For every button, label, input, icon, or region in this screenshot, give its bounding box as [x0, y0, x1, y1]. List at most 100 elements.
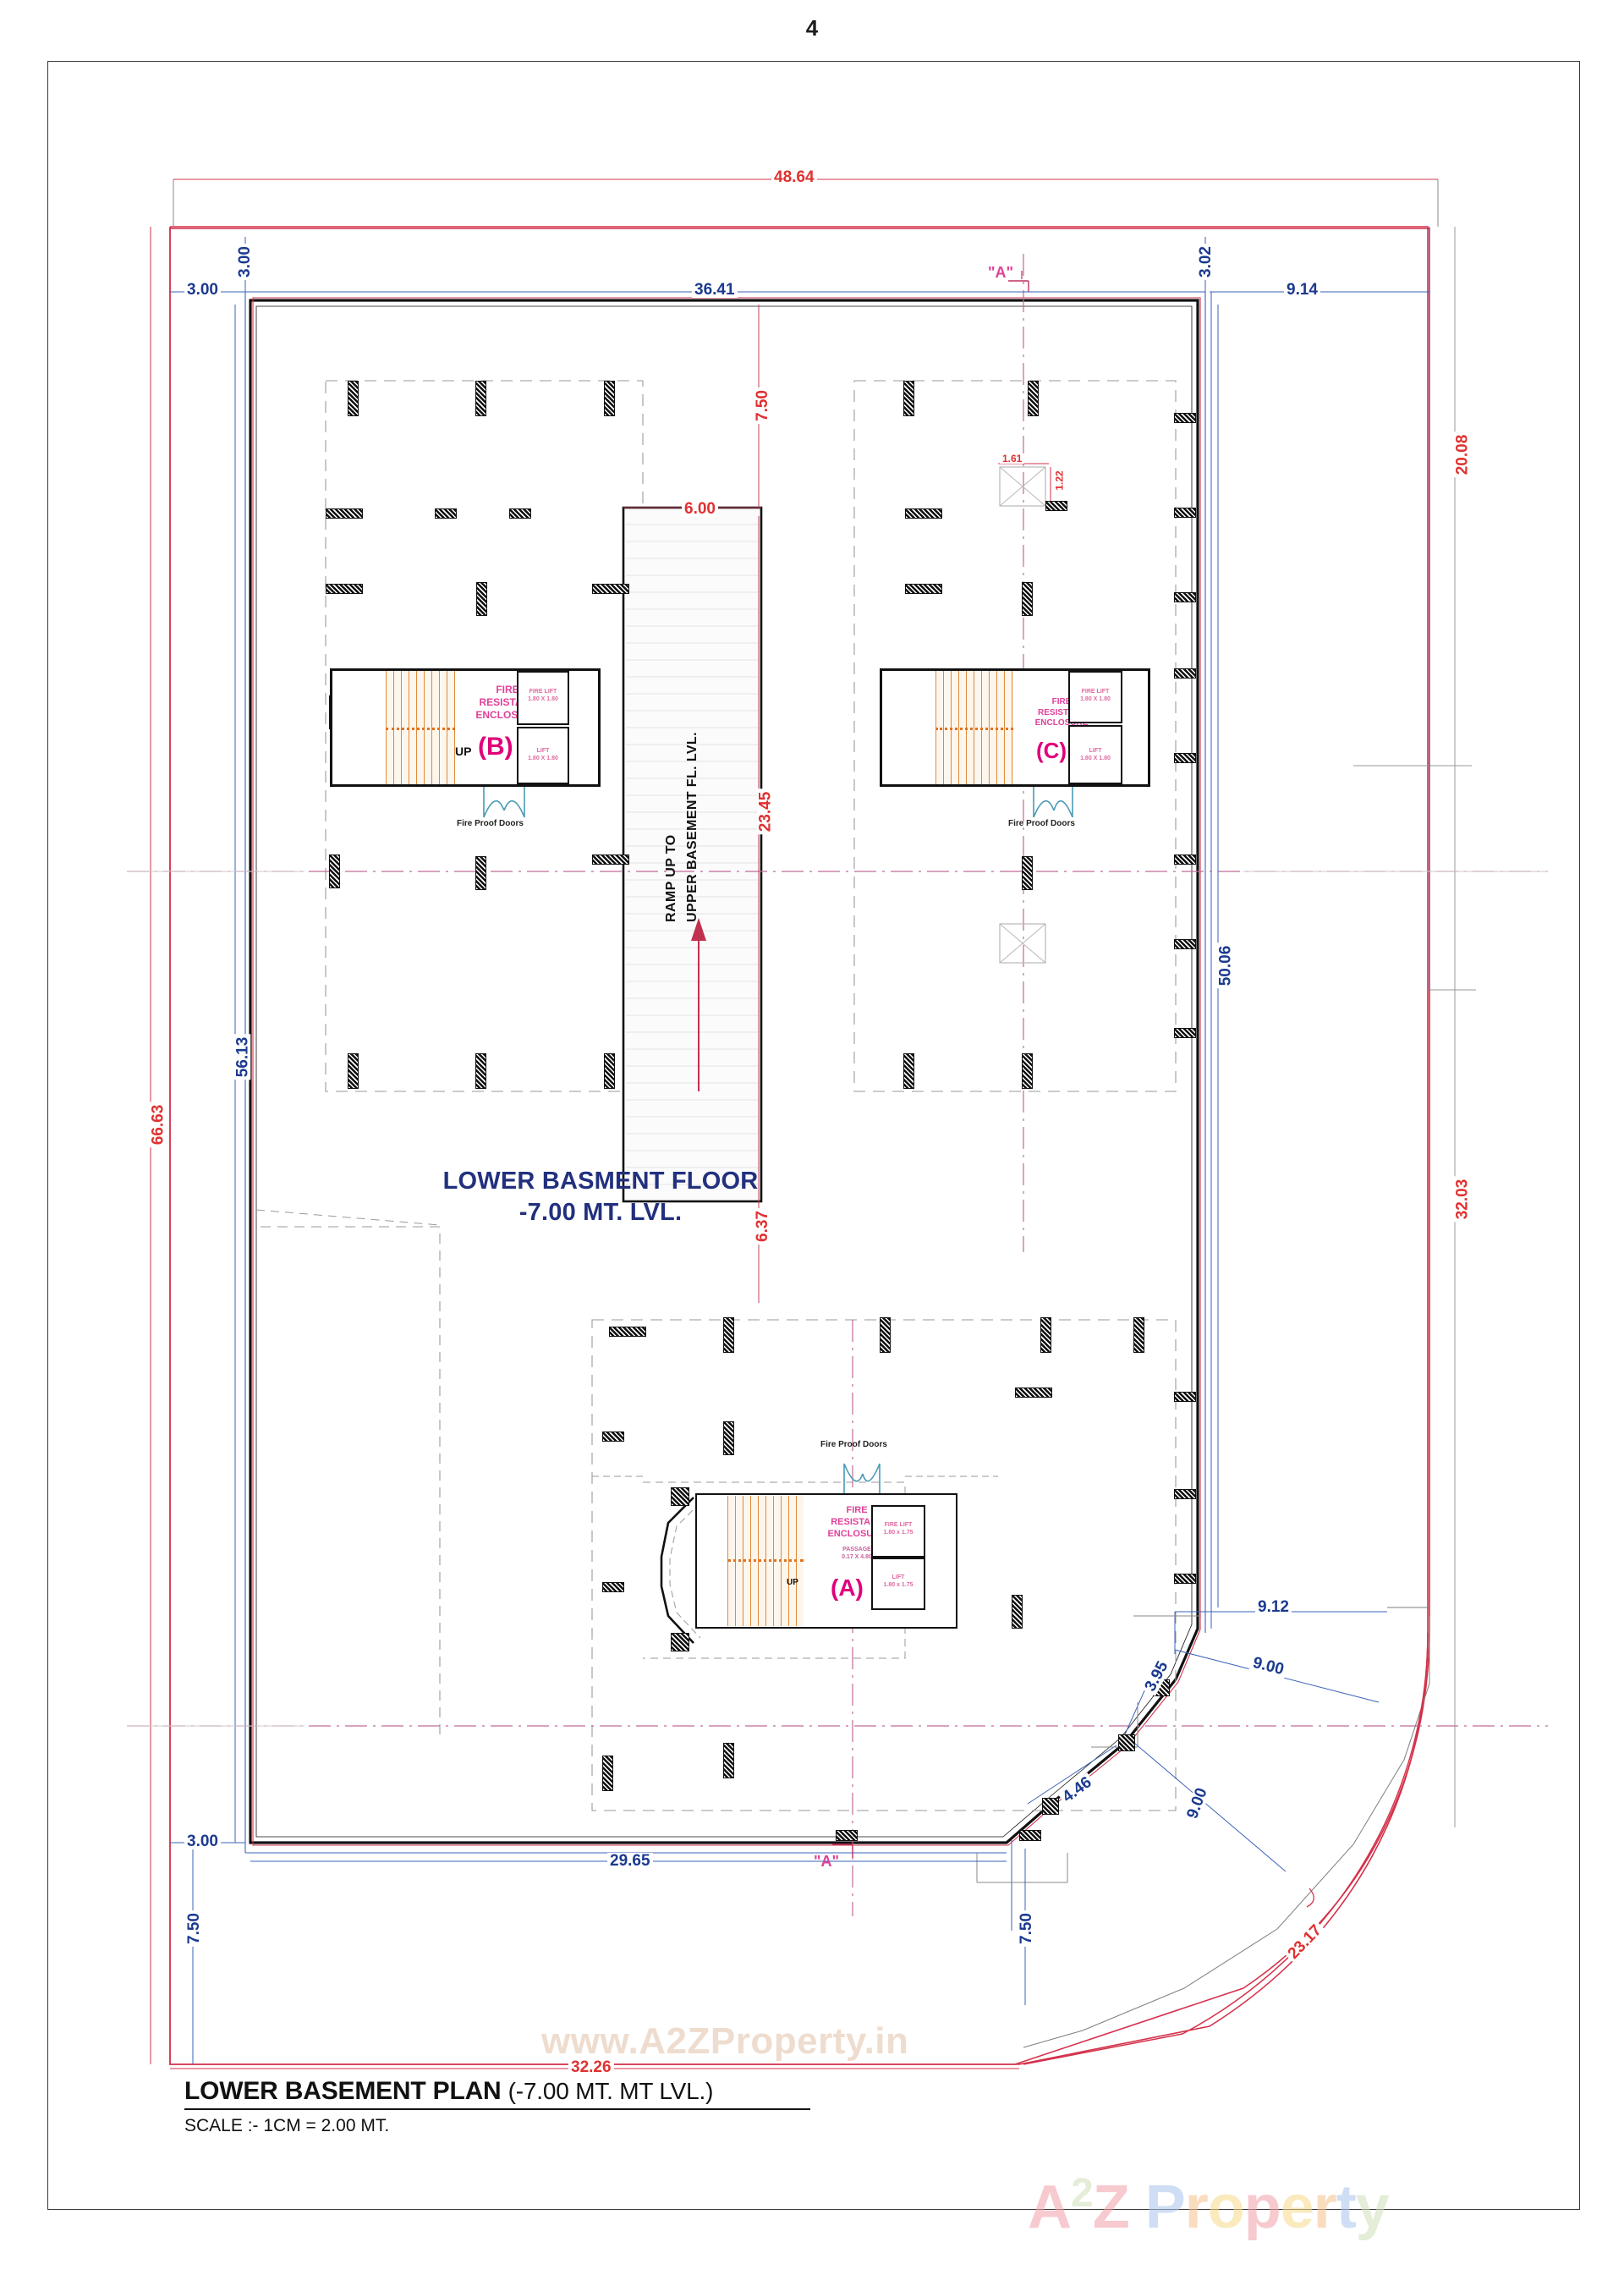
column — [671, 1633, 689, 1651]
column — [671, 1487, 689, 1506]
dim-3-00-bottom-left: 3.00 — [184, 1833, 221, 1849]
column — [880, 1317, 891, 1353]
core-a-fire-lift-text: FIRE LIFT 1.80 x 1.75 — [883, 1522, 914, 1536]
column — [1022, 856, 1033, 890]
dim-9-14: 9.14 — [1284, 282, 1320, 298]
dim-32-03: 32.03 — [1453, 1176, 1471, 1223]
core-b-lift-text: LIFT 1.80 X 1.80 — [528, 748, 558, 762]
plan-title-text: LOWER BASEMENT PLAN — [184, 2077, 502, 2105]
core-b-letter: (B) — [478, 733, 513, 761]
core-c-lift-text: LIFT 1.80 X 1.80 — [1080, 748, 1111, 762]
section-mark-bottom: "A" — [814, 1853, 840, 1870]
core-c-enclosure-label: FIRE RESISTANT ENCLOSURE — [1015, 697, 1108, 729]
core-b-fire-doors-label: Fire Proof Doors — [457, 819, 524, 828]
logo-letter-p: P — [1144, 2173, 1186, 2241]
dim-56-13: 56.13 — [233, 1034, 251, 1080]
column — [509, 508, 531, 519]
ramp-label-line1: RAMP UP TO — [664, 834, 678, 922]
core-a-lift: LIFT 1.80 x 1.75 — [871, 1558, 925, 1610]
column — [903, 381, 914, 416]
dim-9-12: 9.12 — [1255, 1599, 1292, 1615]
column — [326, 584, 363, 594]
dim-29-65: 29.65 — [607, 1853, 653, 1869]
column — [476, 582, 487, 616]
column — [723, 1317, 734, 1353]
core-a-stair-landing-line — [727, 1559, 804, 1562]
core-c-enclosure-l3: ENCLOSURE — [1034, 718, 1089, 728]
column — [475, 1053, 486, 1089]
page-number: 4 — [805, 15, 819, 41]
column — [592, 584, 629, 594]
column — [1174, 1028, 1196, 1038]
column — [1174, 508, 1196, 518]
title-block: LOWER BASEMENT PLAN (-7.00 MT. MT LVL.) … — [184, 2077, 810, 2136]
column — [905, 508, 942, 519]
column — [475, 381, 486, 416]
logo-letter-z: Z — [1092, 2173, 1130, 2241]
core-a-lift-text: LIFT 1.80 x 1.75 — [883, 1574, 914, 1589]
core-a-fire-lift: FIRE LIFT 1.80 x 1.75 — [871, 1505, 925, 1558]
dim-66-63: 66.63 — [149, 1102, 167, 1148]
dim-1-22: 1.22 — [1054, 468, 1066, 493]
column — [435, 508, 457, 519]
logo-letter-r2: r — [1313, 2173, 1337, 2241]
core-a-enclosure-l2: RESISTANT — [831, 1516, 883, 1527]
logo-letter-t: t — [1336, 2173, 1357, 2241]
column — [1174, 1574, 1196, 1584]
core-c-lift: LIFT 1.80 X 1.80 — [1068, 725, 1122, 784]
core-c-fire-doors-label: Fire Proof Doors — [1008, 819, 1075, 828]
column — [1174, 668, 1196, 679]
core-b-enclosure-l1: FIRE — [496, 684, 519, 695]
dim-1-61: 1.61 — [1000, 453, 1025, 464]
core-b-stair-landing-line — [386, 728, 455, 730]
column — [348, 1053, 359, 1089]
sheet-border — [47, 61, 1580, 2210]
column — [1174, 1489, 1196, 1499]
core-a-passage-label: PASSAGE 0.17 X 4.80 — [842, 1547, 872, 1561]
core-a-enclosure-l1: FIRE — [846, 1505, 868, 1515]
core-c-fire-lift-text: FIRE LIFT 1.80 X 1.80 — [1080, 689, 1111, 703]
floor-level-line1: LOWER BASMENT FLOOR — [442, 1168, 759, 1195]
dim-20-08: 20.08 — [1453, 431, 1471, 478]
core-a-fire-doors-label: Fire Proof Doors — [820, 1440, 887, 1449]
column — [329, 854, 340, 888]
core-c-enclosure-l1: FIRE — [1051, 697, 1072, 706]
title-underline — [184, 2108, 810, 2110]
dim-7-50-ramp: 7.50 — [754, 387, 771, 424]
watermark-logo: A2Z Property — [1028, 2170, 1390, 2242]
core-c-letter: (C) — [1036, 738, 1067, 763]
dim-3-00-top-left-v: 3.00 — [236, 244, 254, 280]
dim-36-41: 36.41 — [692, 282, 738, 298]
ramp-label-line2: UPPER BASEMENT FL. LVL. — [685, 732, 700, 922]
floor-level-line2: -7.00 MT. LVL. — [518, 1199, 683, 1227]
dim-6-00-ramp: 6.00 — [682, 501, 718, 517]
column — [1133, 1317, 1144, 1353]
column — [723, 1743, 734, 1778]
column — [1022, 582, 1033, 616]
dim-3-02: 3.02 — [1197, 244, 1215, 280]
logo-letter-o: o — [1207, 2173, 1245, 2241]
column — [903, 1053, 914, 1089]
column — [836, 1830, 858, 1841]
column — [602, 1431, 624, 1442]
plan-scale: SCALE :- 1CM = 2.00 MT. — [184, 2116, 390, 2135]
column — [475, 856, 486, 890]
column — [604, 381, 615, 416]
stair-lift-core-b: FIRE RESISTANT ENCLOSURE UP (B) FIRE LIF… — [330, 668, 601, 787]
column — [905, 584, 942, 594]
column — [1012, 1595, 1023, 1629]
core-a-up-label: UP — [787, 1578, 798, 1587]
column — [1118, 1734, 1135, 1751]
dim-7-50-bottom-left: 7.50 — [185, 1910, 203, 1947]
core-c-enclosure-l2: RESISTANT — [1038, 707, 1085, 717]
column — [1019, 1830, 1041, 1841]
column — [348, 381, 359, 416]
column — [602, 1582, 624, 1592]
core-b-fire-lift-text: FIRE LIFT 1.80 X 1.80 — [528, 689, 558, 703]
dim-6-37: 6.37 — [754, 1208, 771, 1245]
core-a-letter: (A) — [831, 1574, 864, 1601]
core-c-fire-lift: FIRE LIFT 1.80 X 1.80 — [1068, 671, 1122, 723]
stair-lift-core-a: FIRE RESISTANT ENCLOSURE PASSAGE 0.17 X … — [695, 1493, 957, 1629]
